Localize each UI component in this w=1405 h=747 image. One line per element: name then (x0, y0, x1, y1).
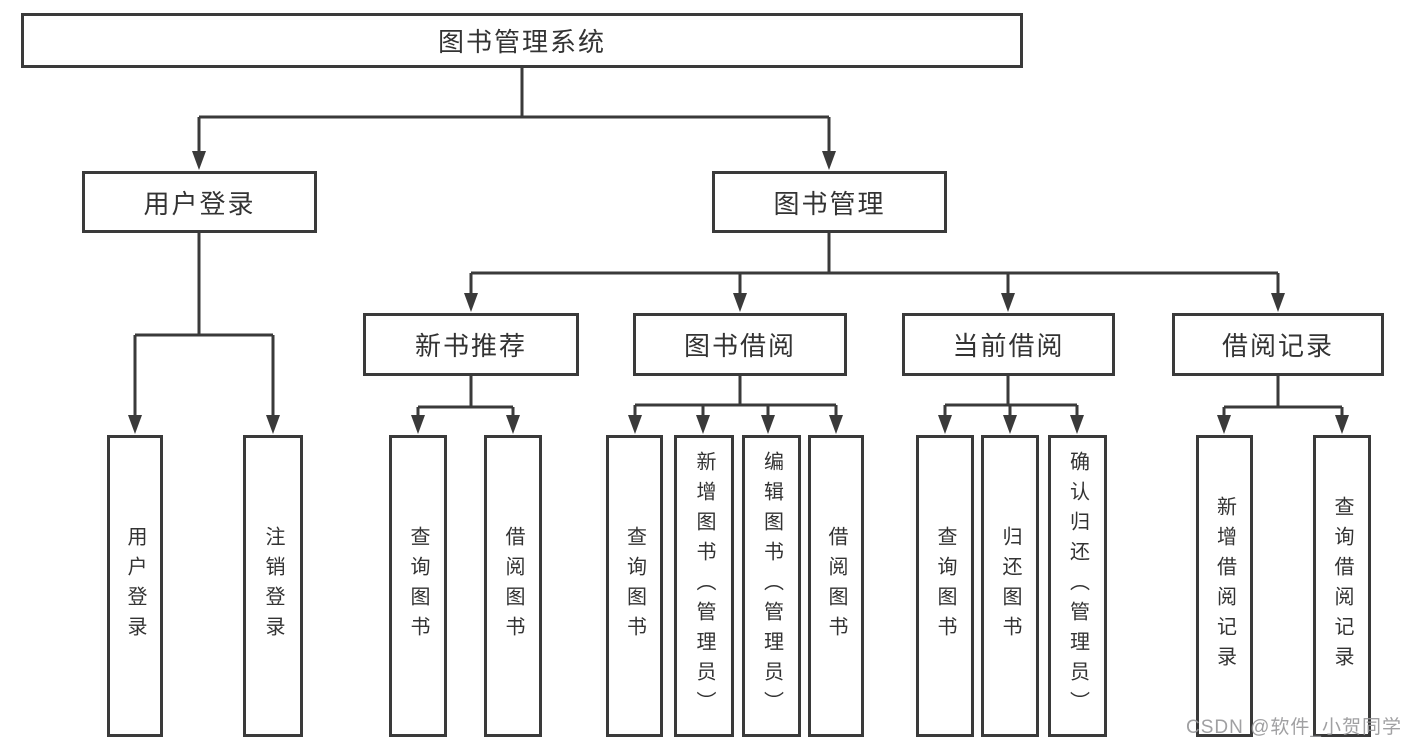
leaf-newbook-query-books: 查询图书 (389, 435, 447, 737)
leaf-borrow-query-books: 查询图书 (606, 435, 663, 737)
node-label: 新增借阅记录 (1213, 496, 1236, 676)
leaf-borrow-edit-books-admin: 编辑图书（管理员） (742, 435, 801, 737)
node-current-borrow: 当前借阅 (902, 313, 1115, 376)
leaf-current-query-books: 查询图书 (916, 435, 974, 737)
leaf-current-return-books: 归还图书 (981, 435, 1039, 737)
node-new-book-recommend: 新书推荐 (363, 313, 579, 376)
leaf-current-confirm-return-admin: 确认归还（管理员） (1048, 435, 1107, 737)
node-user-login: 用户登录 (82, 171, 317, 233)
node-label: 查询图书 (934, 526, 956, 646)
node-label: 图书管理 (773, 188, 886, 219)
node-book-management: 图书管理 (712, 171, 947, 233)
leaf-records-query-record: 查询借阅记录 (1313, 435, 1371, 737)
node-label: 用户登录 (124, 526, 146, 646)
leaf-borrow-borrow-books: 借阅图书 (808, 435, 864, 737)
node-book-borrow: 图书借阅 (633, 313, 847, 376)
watermark-text: CSDN @软件_小贺同学 (1186, 717, 1402, 738)
node-label: 新增图书（管理员） (693, 451, 715, 721)
node-root-system: 图书管理系统 (21, 13, 1023, 68)
node-label: 图书管理系统 (437, 27, 606, 57)
node-label: 注销登录 (262, 526, 284, 646)
node-borrow-records: 借阅记录 (1172, 313, 1384, 376)
node-label: 图书借阅 (683, 331, 796, 361)
leaf-records-add-record: 新增借阅记录 (1196, 435, 1253, 737)
node-label: 归还图书 (999, 526, 1021, 646)
leaf-user-login: 用户登录 (107, 435, 163, 737)
node-label: 编辑图书（管理员） (760, 451, 783, 721)
node-label: 借阅图书 (825, 526, 847, 646)
leaf-borrow-add-books-admin: 新增图书（管理员） (674, 435, 734, 737)
node-label: 新书推荐 (414, 331, 527, 361)
node-label: 用户登录 (143, 188, 256, 219)
node-label: 确认归还（管理员） (1066, 451, 1089, 721)
leaf-logout: 注销登录 (243, 435, 303, 737)
node-label: 借阅记录 (1221, 331, 1334, 361)
leaf-newbook-borrow-books: 借阅图书 (484, 435, 542, 737)
node-label: 当前借阅 (952, 331, 1065, 361)
node-label: 查询借阅记录 (1331, 496, 1353, 676)
node-label: 查询图书 (407, 526, 429, 646)
node-label: 借阅图书 (502, 526, 524, 646)
node-label: 查询图书 (623, 526, 646, 646)
